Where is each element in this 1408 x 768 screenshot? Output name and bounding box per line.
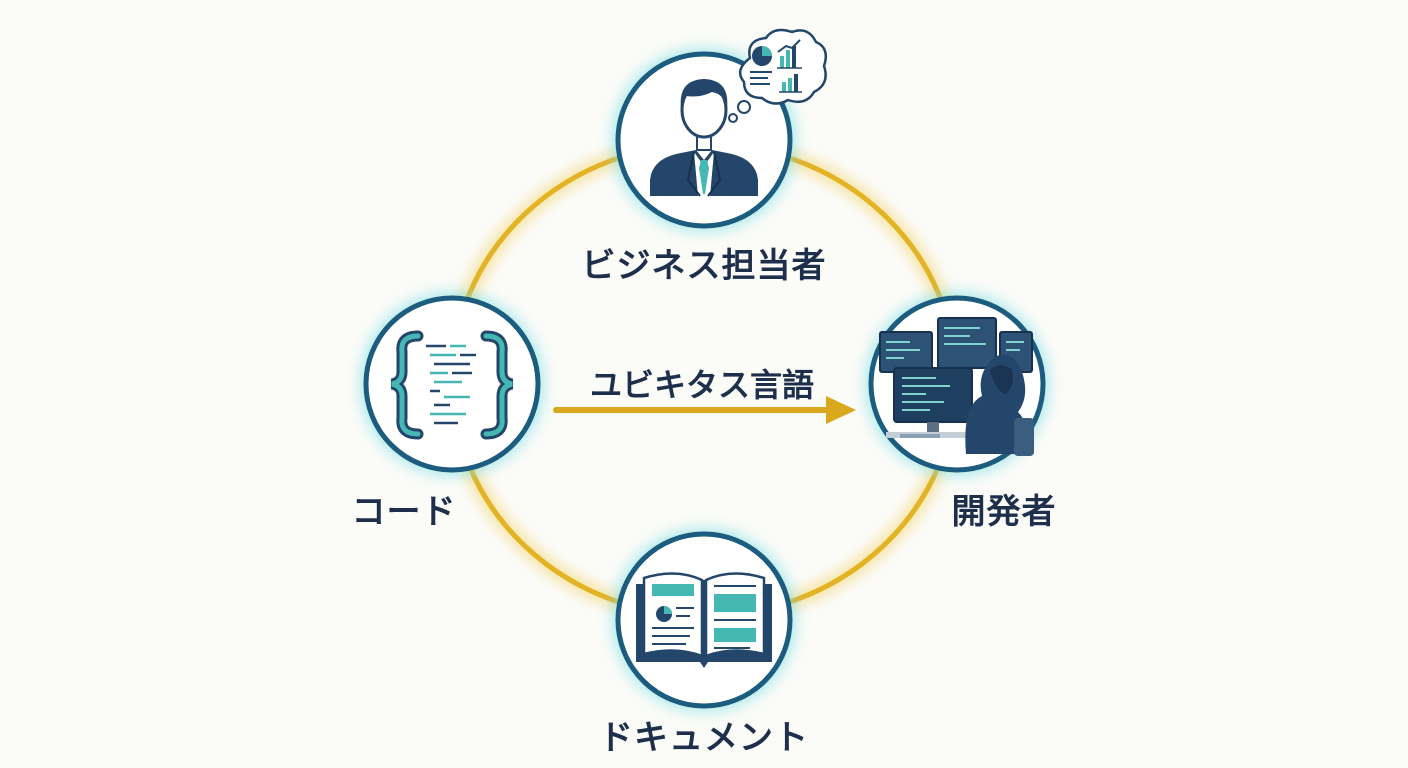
document-node: [612, 528, 796, 712]
business-label: ビジネス担当者: [581, 246, 827, 286]
developer-node: [865, 292, 1049, 476]
developer-label: 開発者: [951, 492, 1057, 532]
ubiquitous-language-arrow: [553, 396, 856, 424]
thought-bubble-icon: [728, 28, 827, 123]
businessperson-icon: [650, 79, 758, 197]
arrow-head-icon: [826, 396, 856, 424]
ubiquitous-language-label: ユビキタス言語: [589, 366, 815, 404]
document-label: ドキュメント: [599, 718, 809, 758]
code-node: [360, 292, 544, 476]
business-node: [612, 28, 827, 232]
open-book-icon: [636, 572, 772, 668]
code-label: コード: [351, 492, 457, 532]
code-braces-icon: [390, 330, 514, 440]
developer-at-monitors-icon: [879, 317, 1034, 456]
